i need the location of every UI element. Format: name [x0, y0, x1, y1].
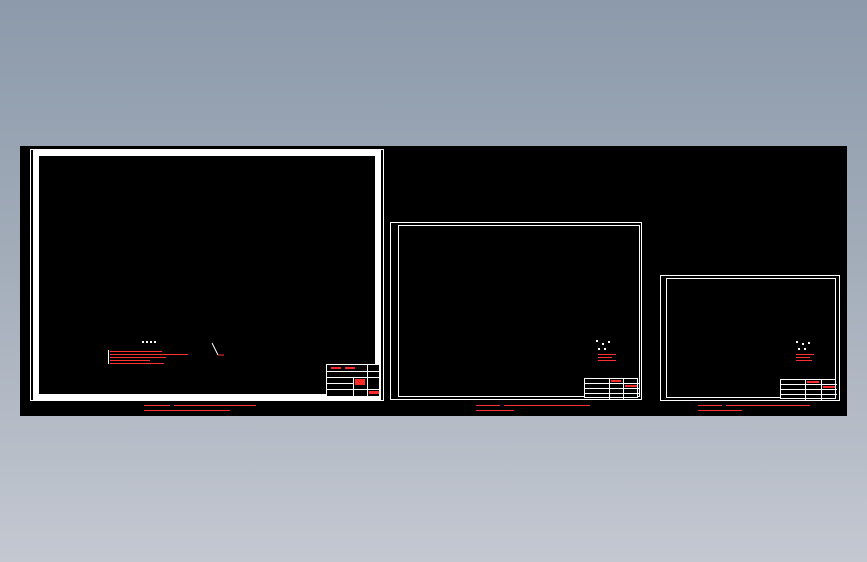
drawing-sheet-small: [660, 275, 840, 401]
sheet-border-inner: [398, 225, 640, 397]
leader-line: [211, 342, 224, 356]
title-block: [326, 364, 381, 398]
technical-notes: [796, 341, 820, 365]
sheet-border-inner: [666, 278, 836, 398]
technical-notes: [108, 341, 218, 367]
technical-notes: [596, 340, 622, 364]
title-block: [584, 378, 639, 399]
sheet-border-inner: [33, 150, 381, 400]
sheet-large-footer: [144, 405, 264, 413]
sheet-border-outer: [660, 275, 840, 401]
drawing-sheet-large: [30, 149, 384, 401]
sheet-border-outer: [390, 222, 642, 400]
sheet-medium-footer: [476, 405, 596, 413]
sheet-small-footer: [698, 405, 818, 413]
drawing-sheet-medium: [390, 222, 642, 400]
sheet-border-outer: [30, 149, 384, 401]
cad-model-space[interactable]: [20, 146, 847, 416]
title-block: [780, 379, 837, 400]
